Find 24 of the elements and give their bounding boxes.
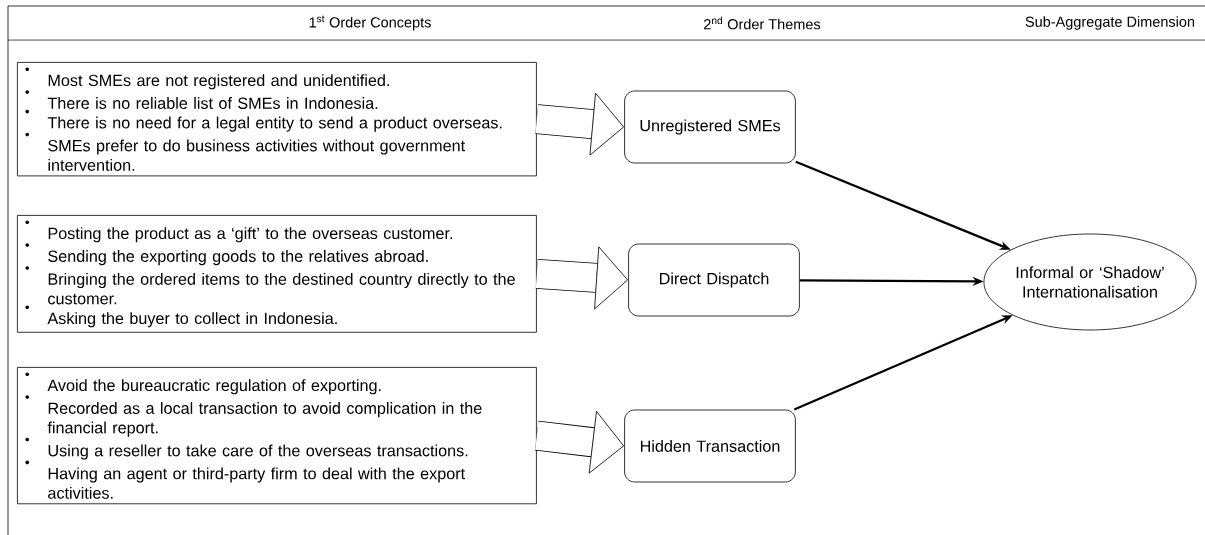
column-heading: Sub-Aggregate Dimension xyxy=(1025,16,1195,30)
bullet-point: SMEs prefer to do business activities without government intervention. xyxy=(25,132,465,171)
block-arrow xyxy=(535,410,625,474)
bullet-point: Bringing the ordered items to the destined country directly to the customer. xyxy=(25,266,515,305)
theme-box: Hidden Transaction xyxy=(624,409,796,483)
text-box xyxy=(17,62,537,177)
text-box xyxy=(17,367,537,505)
block-arrow xyxy=(535,92,625,156)
text-box xyxy=(17,215,537,333)
block-arrow xyxy=(535,246,629,310)
bullet-point: Avoid the bureaucratic regulation of exporting. xyxy=(25,372,381,395)
theme-box: Unregistered SMEs xyxy=(624,90,796,164)
bullet-point: Most SMEs are not registered and unidentified. xyxy=(25,67,389,90)
bullet-point: There is no reliable list of SMEs in Indonesia. xyxy=(25,90,378,109)
bullet-point: Sending the exporting goods to the relatives abroad. xyxy=(25,243,428,266)
bullet-point: Using a reseller to take care of the overseas transactions. xyxy=(25,437,468,460)
bullet-point: Recorded as a local transaction to avoid complication in the financial report. xyxy=(25,395,482,437)
column-heading: 2$^{nd}$ Order Themes xyxy=(704,16,821,30)
bullet-point: Having an agent or third-party firm to deal with the export activities. xyxy=(25,460,465,499)
column-heading: 1$^{st}$ Order Concepts xyxy=(309,15,431,31)
bullet-point: Asking the buyer to collect in Indonesia. xyxy=(25,305,337,328)
bullet-point: Posting the product as a ‘gift’ to the overseas customer. xyxy=(25,220,452,243)
theme-box: Direct Dispatch xyxy=(628,243,800,317)
bullet-point: There is no need for a legal entity to send a product overseas. xyxy=(25,109,502,132)
